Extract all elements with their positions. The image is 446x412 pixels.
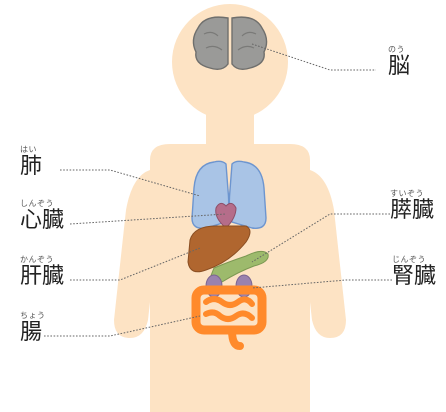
label-kidneys-reading: じんぞう — [392, 256, 436, 264]
label-liver-reading: かんぞう — [20, 256, 64, 264]
label-brain-reading: のう — [388, 46, 410, 54]
label-lungs: はい 肺 — [20, 146, 42, 178]
label-brain-name: 脳 — [388, 56, 410, 78]
label-liver: かんぞう 肝臓 — [20, 256, 64, 288]
label-kidneys-name: 腎臓 — [392, 266, 436, 288]
label-intestine: ちょう 腸 — [20, 312, 46, 344]
label-liver-name: 肝臓 — [20, 266, 64, 288]
label-lungs-name: 肺 — [20, 156, 42, 178]
label-pancreas-name: 膵臓 — [390, 200, 434, 222]
label-intestine-name: 腸 — [20, 322, 46, 344]
label-pancreas: すいぞう 膵臓 — [390, 190, 434, 222]
label-kidneys: じんぞう 腎臓 — [392, 256, 436, 288]
label-brain: のう 脳 — [388, 46, 410, 78]
label-pancreas-reading: すいぞう — [390, 190, 434, 198]
label-heart-name: 心臓 — [20, 210, 64, 232]
label-heart: しんぞう 心臓 — [20, 200, 64, 232]
label-intestine-reading: ちょう — [20, 312, 46, 320]
label-lungs-reading: はい — [20, 146, 42, 154]
label-heart-reading: しんぞう — [20, 200, 64, 208]
